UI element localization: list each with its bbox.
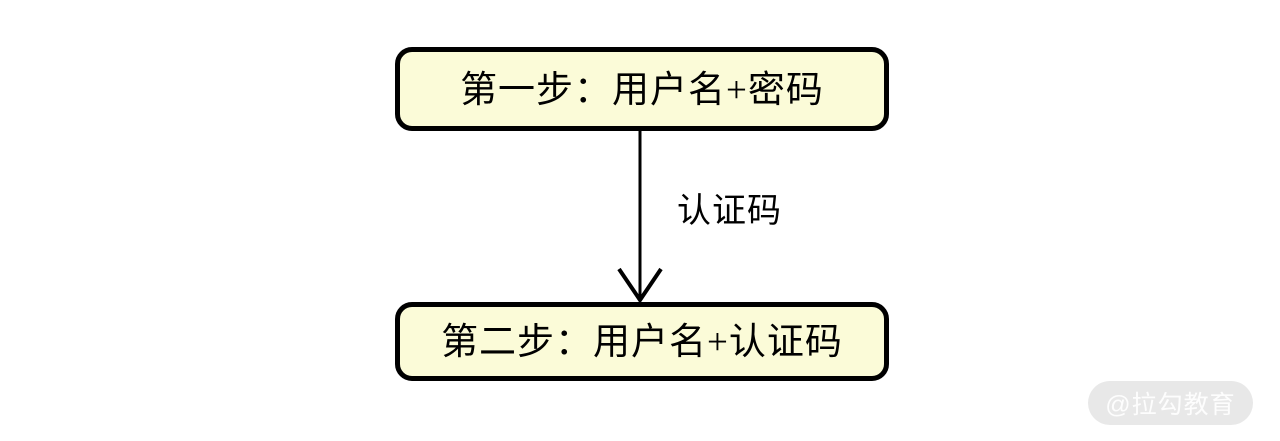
flowchart-node-step1: 第一步：用户名+密码 <box>395 47 889 131</box>
flowchart-node-step2: 第二步：用户名+认证码 <box>395 302 889 381</box>
watermark-text: @拉勾教育 <box>1105 391 1236 419</box>
edge-label: 认证码 <box>677 193 782 230</box>
node-step2-label: 第二步：用户名+认证码 <box>441 322 843 363</box>
node-step1-label: 第一步：用户名+密码 <box>460 69 824 111</box>
watermark-badge: @拉勾教育 <box>1088 381 1253 425</box>
